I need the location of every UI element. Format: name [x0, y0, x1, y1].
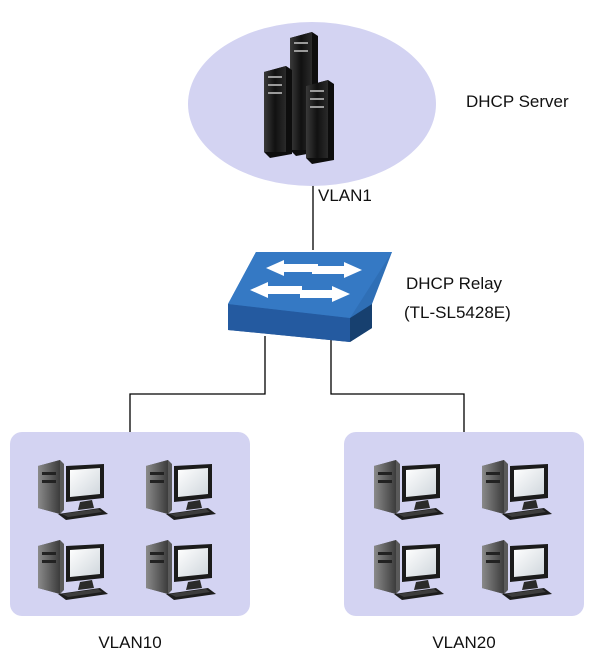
link-relay-vlan20	[330, 336, 465, 432]
relay-model-label: (TL-SL5428E)	[404, 303, 511, 322]
vlan10-group	[10, 432, 250, 616]
server-icon	[264, 32, 334, 164]
vlan20-group	[344, 432, 584, 616]
links	[129, 184, 465, 432]
vlan20-label: VLAN20	[432, 633, 496, 652]
server-label: DHCP Server	[466, 92, 569, 111]
switch-icon	[228, 252, 392, 342]
vlan10-label: VLAN10	[98, 633, 162, 652]
server-vlan-label: VLAN1	[318, 186, 372, 205]
link-relay-vlan10	[129, 336, 266, 432]
relay-label: DHCP Relay	[406, 274, 503, 293]
